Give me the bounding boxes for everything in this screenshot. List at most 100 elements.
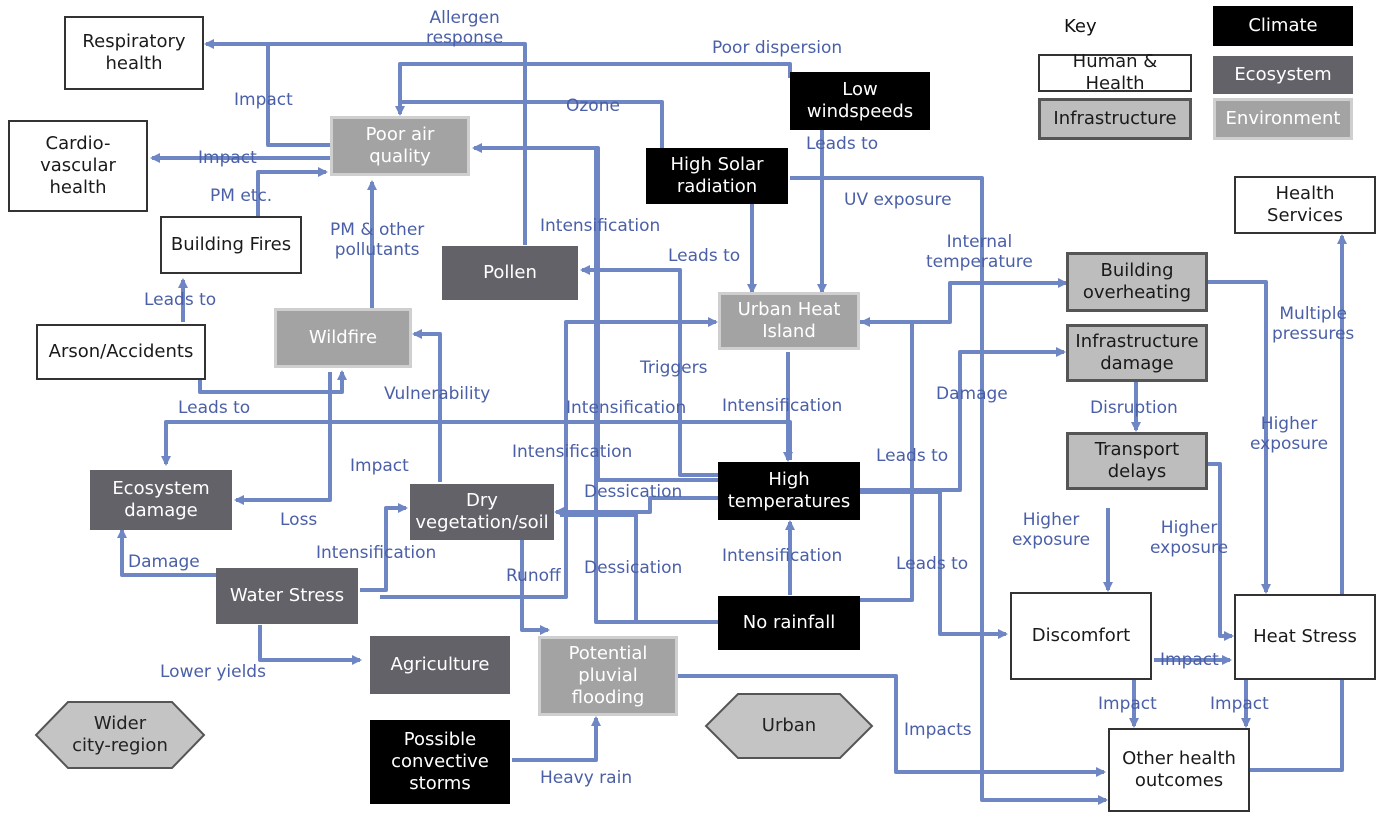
node-other-health-outcomes: Other health outcomes (1108, 728, 1250, 812)
label-internal-temperature: Internal temperature (926, 232, 1033, 272)
label-intensification-a: Intensification (566, 398, 687, 418)
node-transport-delays: Transport delays (1066, 432, 1208, 490)
label-poor-dispersion: Poor dispersion (712, 38, 843, 58)
arrow-water-agri (258, 625, 362, 665)
label-leads-to-ecosystem: Leads to (178, 398, 251, 418)
label-triggers: Triggers (640, 358, 708, 378)
arrow-hightemp-dryveg (554, 496, 720, 517)
label-pm-other-pollutants: PM & other pollutants (330, 220, 425, 260)
arrow-water-uhi (380, 317, 718, 599)
key-human-health: Human & Health (1038, 51, 1192, 94)
node-ecosystem-damage: Ecosystem damage (90, 470, 232, 530)
node-building-fires: Building Fires (160, 216, 302, 274)
arrow-fires-poorair (256, 167, 328, 216)
key-infrastructure: Infrastructure (1038, 98, 1192, 140)
label-intensification-water: Intensification (316, 543, 437, 563)
label-intensification-b: Intensification (512, 442, 633, 462)
arrow-dryveg-wildfire (412, 329, 442, 482)
arrow-pollen-respiratory (212, 42, 527, 245)
arrow-storms-pluvial (512, 716, 601, 762)
region-urban: Urban (704, 692, 874, 760)
arrow-hightemp-discomfort (860, 490, 1008, 639)
key-environment: Environment (1213, 98, 1353, 140)
label-higher-exposure-discomfort: Higher exposure (1012, 510, 1091, 550)
label-impact-heatstress-outcomes: Impact (1210, 694, 1269, 714)
arrow-norain-pollen (594, 148, 720, 624)
node-arson: Arson/Accidents (36, 324, 206, 380)
label-intensification-norain: Intensification (722, 546, 843, 566)
label-dessication-a: Dessication (584, 482, 683, 502)
node-water-stress: Water Stress (216, 568, 358, 624)
arrow-dryveg-pluvial (520, 540, 550, 635)
hexagon-shape (704, 693, 874, 759)
label-heavy-rain: Heavy rain (540, 768, 633, 788)
label-runoff: Runoff (506, 566, 561, 586)
label-lower-yields: Lower yields (160, 662, 266, 682)
label-impact-discomfort-outcomes: Impact (1098, 694, 1157, 714)
node-respiratory-health: Respiratory health (64, 16, 204, 90)
arrow-hightemp-ecosystem (161, 420, 792, 466)
arrow-outcomes-services (1250, 234, 1347, 772)
key-climate: Climate (1213, 6, 1353, 46)
arrow-solar-outcomes (790, 176, 1108, 805)
hexagon-shape (34, 701, 206, 769)
node-infrastructure-damage: Infrastructure damage (1066, 324, 1208, 382)
label-leads-to-solar: Leads to (668, 246, 741, 266)
node-no-rainfall: No rainfall (718, 596, 860, 650)
label-leads-to-arson: Leads to (144, 290, 217, 310)
node-building-overheating: Building overheating (1066, 252, 1208, 312)
arrow-pluvial-outcomes (678, 674, 1106, 777)
key-title: Key (1064, 16, 1097, 37)
label-impacts: Impacts (904, 720, 972, 740)
node-poor-air: Poor air quality (330, 116, 470, 176)
arrow-wildfire-ecosystem (234, 372, 332, 505)
node-dry-vegetation: Dry vegetation/soil (410, 484, 554, 540)
label-loss: Loss (280, 510, 318, 530)
arrow-hightemp-infra (860, 347, 1066, 492)
label-impact-respiratory: Impact (234, 90, 293, 110)
node-high-temperatures: High temperatures (718, 462, 860, 520)
arrow-arson-wildfire (198, 370, 347, 394)
node-convective-storms: Possible convective storms (370, 720, 510, 804)
label-impact-cardio: Impact (198, 148, 257, 168)
region-wider-city-label: Wider city-region (72, 713, 168, 756)
arrow-lowwind-poorair (395, 62, 792, 116)
arrow-water-ecosystem (117, 528, 218, 577)
node-agriculture: Agriculture (370, 636, 510, 694)
node-wildfire: Wildfire (274, 308, 412, 368)
arrow-solar-poorair (400, 100, 664, 148)
label-vulnerability: Vulnerability (384, 384, 491, 404)
node-pollen: Pollen (442, 246, 578, 300)
region-urban-label: Urban (761, 715, 817, 736)
node-urban-heat-island: Urban Heat Island (718, 292, 860, 350)
label-disruption: Disruption (1090, 398, 1178, 418)
label-higher-exposure-heat: Higher exposure (1250, 414, 1329, 454)
label-uv-exposure: UV exposure (844, 190, 952, 210)
arrow-water-dryveg (360, 503, 408, 592)
label-leads-to-discomfort: Leads to (896, 554, 969, 574)
label-allergen-response: Allergen response (426, 8, 504, 48)
node-cardio-health: Cardio- vascular health (8, 120, 148, 212)
region-wider-city: Wider city-region (34, 700, 206, 770)
node-pluvial-flooding: Potential pluvial flooding (538, 636, 678, 716)
label-multiple-pressures: Multiple pressures (1272, 304, 1355, 344)
label-higher-exposure-transport: Higher exposure (1150, 518, 1229, 558)
label-pm-etc: PM etc. (210, 186, 273, 206)
node-high-solar: High Solar radiation (646, 148, 788, 204)
key-ecosystem: Ecosystem (1213, 56, 1353, 94)
label-damage-infra: Damage (936, 384, 1008, 404)
arrow-hightemp-pollen (580, 265, 720, 477)
label-leads-to-lowwind: Leads to (806, 134, 879, 154)
label-impact-between: Impact (1160, 650, 1219, 670)
label-damage-ecosystem: Damage (128, 552, 200, 572)
label-leads-to-hightemp: Leads to (876, 446, 949, 466)
label-impact-wildfire: Impact (350, 456, 409, 476)
label-intensification-poorair: Intensification (540, 216, 661, 236)
arrow-overheat-heatstress (1206, 280, 1271, 594)
arrow-transport-heatstress (1206, 462, 1234, 641)
label-dessication-b: Dessication (584, 558, 683, 578)
label-intensification-uhi: Intensification (722, 396, 843, 416)
node-low-windspeeds: Low windspeeds (790, 72, 930, 130)
